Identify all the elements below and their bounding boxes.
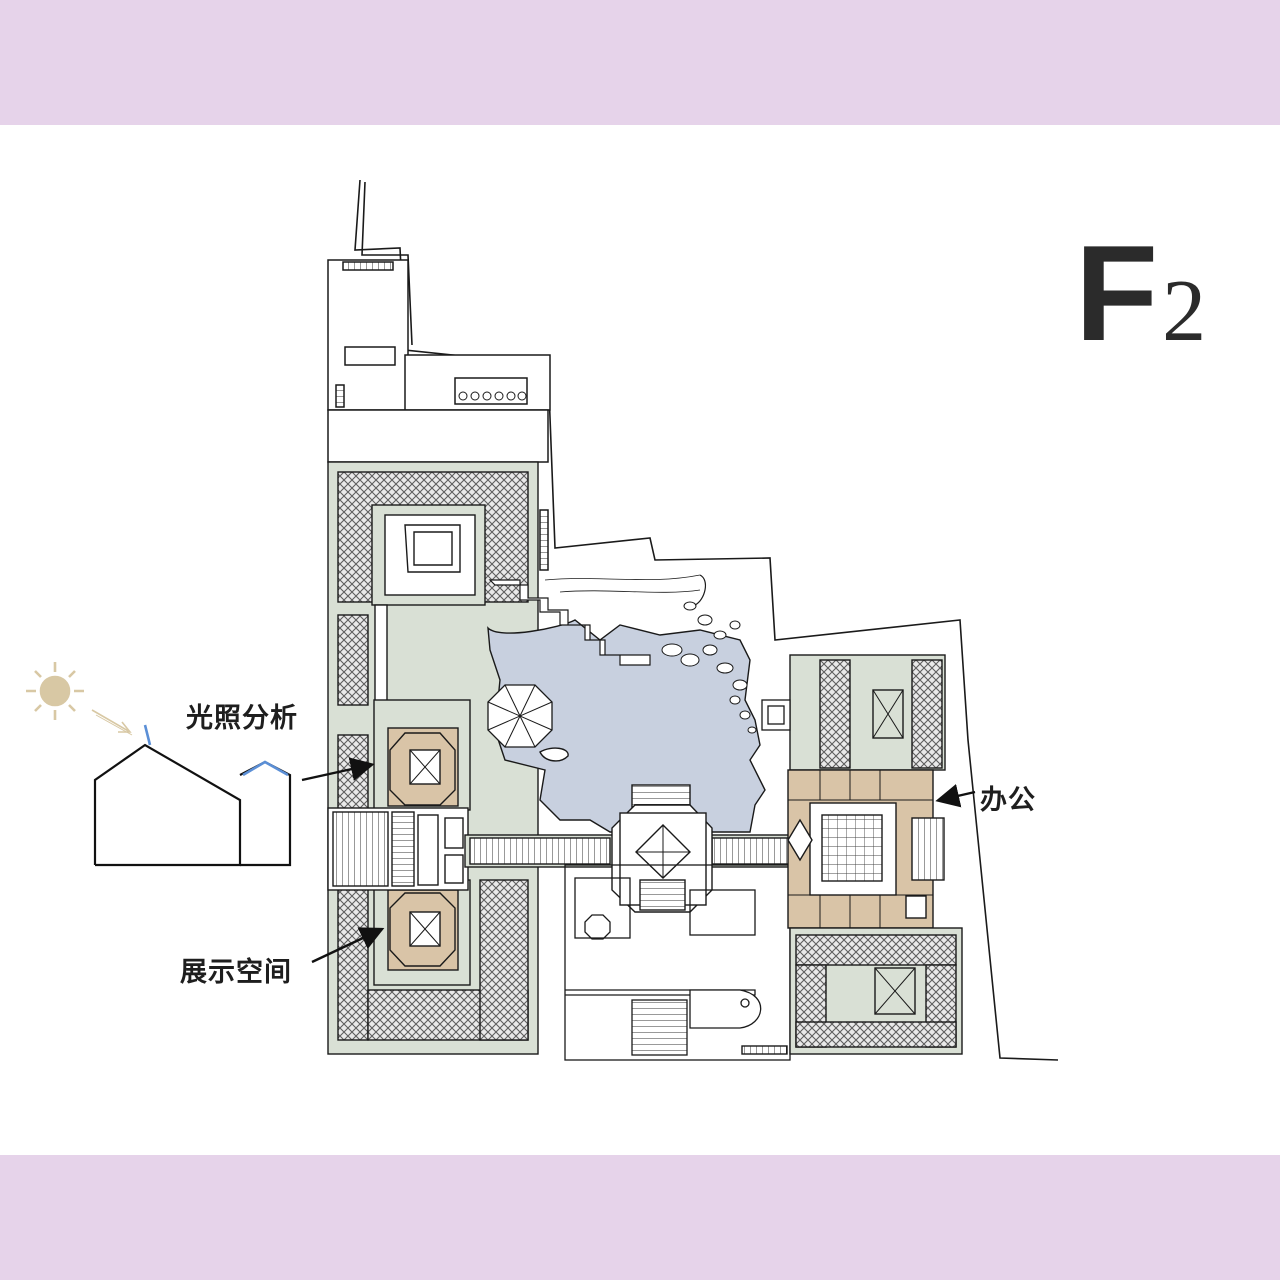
west-stair-block bbox=[327, 807, 469, 891]
light-analysis-label: 光照分析 bbox=[186, 703, 298, 734]
floor-letter: F bbox=[1075, 217, 1159, 369]
floor-number: 2 bbox=[1162, 263, 1207, 360]
arrow-icon bbox=[935, 784, 976, 808]
pond-pavilion bbox=[487, 684, 553, 748]
top-band bbox=[0, 0, 1280, 125]
exhibition-label: 展示空间 bbox=[180, 957, 292, 988]
rockery-path bbox=[488, 574, 757, 734]
office-label: 办公 bbox=[980, 785, 1036, 816]
east-side-pavilion bbox=[761, 699, 791, 731]
arrow-icon bbox=[311, 927, 385, 964]
east-office bbox=[787, 654, 946, 929]
bottom-band bbox=[0, 1155, 1280, 1280]
sun-icon bbox=[26, 662, 84, 720]
house-section-icon bbox=[93, 724, 292, 867]
label-arrows bbox=[301, 757, 976, 964]
arrow-icon bbox=[301, 757, 375, 782]
floor-title: F2 bbox=[1075, 225, 1206, 361]
exhibition-rooms bbox=[373, 699, 471, 986]
north-block bbox=[327, 259, 551, 571]
southeast-garden bbox=[741, 927, 963, 1055]
south-courtyard bbox=[564, 864, 791, 1061]
pond bbox=[487, 619, 766, 833]
sun-ray-arrow-icon bbox=[91, 709, 133, 736]
